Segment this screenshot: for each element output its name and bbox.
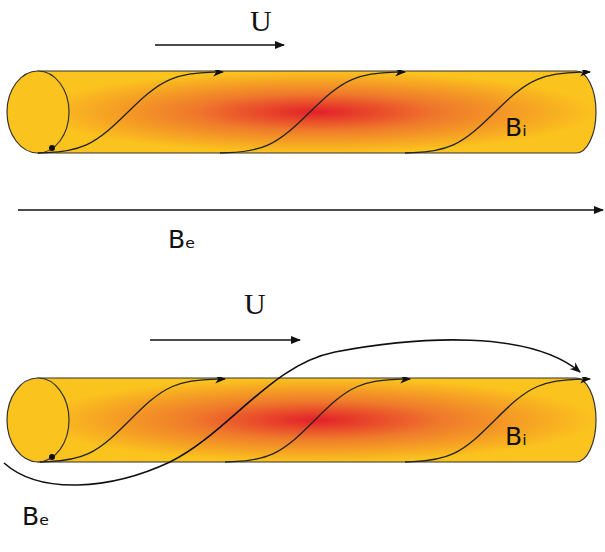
tube-body: [38, 71, 596, 153]
flux-tube: Bᵢ: [5, 377, 600, 463]
flow-arrow: [155, 44, 284, 46]
internal-field-line: [405, 379, 590, 462]
flux-tube: Bᵢ: [5, 70, 600, 154]
tube-end: [7, 71, 69, 153]
internal-field-line: [38, 72, 223, 153]
velocity-label: U: [244, 287, 266, 320]
internal-field-line: [40, 379, 225, 462]
field-label: Bᵢ: [505, 114, 527, 142]
external-field-line: [18, 209, 603, 211]
flow-arrow: [150, 339, 300, 341]
internal-field-line: [220, 72, 405, 153]
internal-field-line: [405, 72, 590, 153]
field-label: Bₑ: [22, 503, 50, 531]
field-label: Bₑ: [168, 226, 196, 254]
external-field-line: [4, 340, 580, 485]
field-line-dot: [49, 454, 55, 460]
tube-end: [7, 378, 69, 462]
internal-field-line: [225, 379, 410, 462]
field-label: Bᵢ: [505, 423, 527, 451]
field-line-dot: [49, 145, 55, 151]
tube-body: [38, 378, 596, 462]
velocity-label: U: [250, 4, 272, 37]
